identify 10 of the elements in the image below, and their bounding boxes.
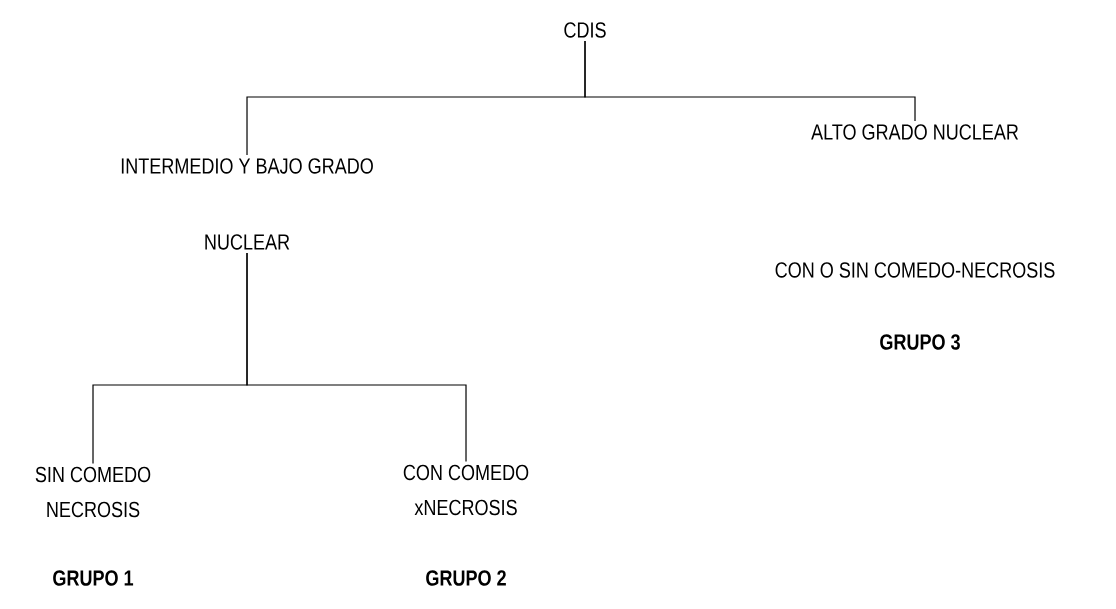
node-text: SIN COMEDO NECROSIS [35,466,151,518]
connector [246,252,467,463]
node-text: CDIS [564,22,606,38]
connector [584,40,916,122]
node-text: INTERMEDIO Y BAJO GRADO NUCLEAR [121,158,373,250]
group-label: GRUPO 1 [53,570,134,586]
group-label: GRUPO 2 [426,570,506,586]
group-label: GRUPO 3 [880,334,960,350]
node-text: CON COMEDO xNECROSIS [403,464,529,516]
node-text: ALTO GRADO NUCLEAR CON O SIN COMEDO-NECROSIS [775,124,1055,278]
